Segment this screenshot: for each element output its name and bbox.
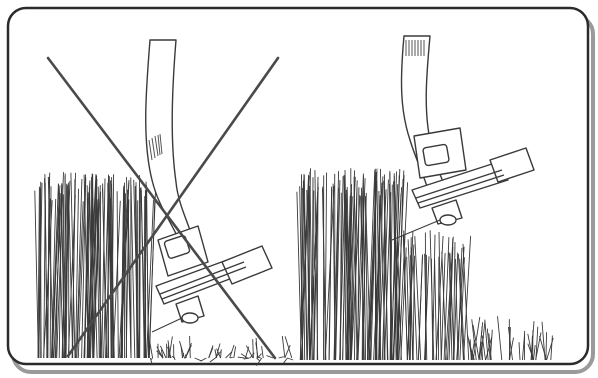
- motor-vent-right: [423, 144, 450, 166]
- shaft-grip-right: [406, 40, 424, 56]
- spool-cap-right: [440, 215, 456, 225]
- spool-cap-left: [182, 313, 198, 323]
- grass-blade: [65, 176, 66, 358]
